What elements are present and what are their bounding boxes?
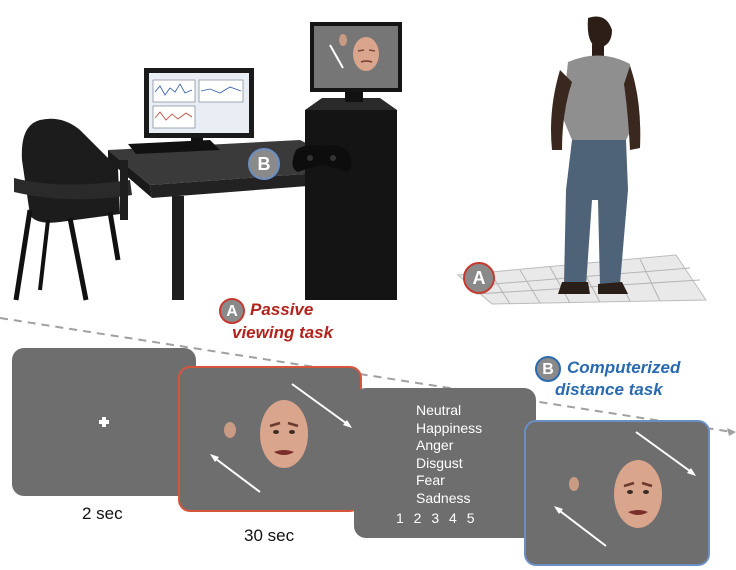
avatar-person: [551, 16, 641, 294]
fixation-panel: [12, 348, 196, 496]
viewing-duration-caption: 30 sec: [244, 526, 295, 545]
task-b-title-line2: distance task: [555, 380, 663, 399]
gamepad: [292, 145, 352, 172]
emotion-fear: Fear: [416, 472, 445, 488]
emotion-happiness: Happiness: [416, 419, 483, 436]
emotion-rating-panel: Neutral Happiness Anger Disgust Fear Sad…: [354, 388, 536, 538]
task-a-title-line2: viewing task: [232, 323, 334, 342]
fixation-cross-icon: [99, 417, 109, 427]
badge-b-gamepad: B: [248, 148, 280, 180]
emotion-sadness: Sadness: [416, 489, 471, 506]
emotion-anger: Anger: [416, 437, 454, 453]
chair: [13, 118, 132, 301]
dashed-line-arrowhead: [727, 428, 736, 436]
distance-task-panel: [524, 420, 710, 566]
angry-face-stimulus: [210, 383, 352, 493]
task-a-badge: A: [219, 298, 245, 324]
task-b-badge: B: [535, 356, 561, 382]
task-b-title-line1: Computerized: [567, 358, 681, 377]
passive-viewing-panel: [178, 366, 362, 512]
angry-face-stimulus-distance: [554, 431, 696, 547]
emotion-list: Neutral Happiness Anger Disgust Fear Sad…: [416, 402, 482, 507]
desk-monitor: [128, 68, 254, 154]
task-a-title-line1: Passive: [250, 300, 314, 319]
dashed-divider-line: [0, 317, 733, 433]
participant-monitor: [310, 22, 402, 102]
badge-a-avatar: A: [463, 262, 495, 294]
monitor-stand: [305, 98, 397, 300]
emotion-neutral: Neutral: [416, 402, 462, 418]
rating-scale: 1 2 3 4 5: [396, 510, 475, 526]
emotion-disgust: Disgust: [416, 454, 463, 471]
fixation-duration-caption: 2 sec: [82, 504, 123, 523]
